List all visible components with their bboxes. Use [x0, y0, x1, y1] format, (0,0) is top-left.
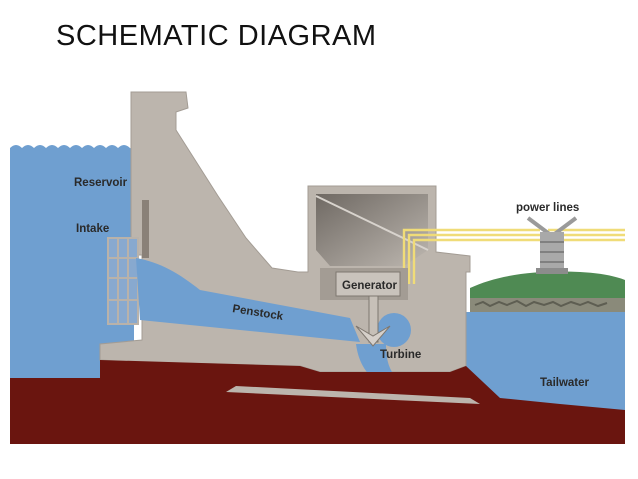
reservoir-water: [10, 145, 134, 378]
turbine-runner-icon: [355, 325, 391, 347]
label-tailwater: Tailwater: [540, 377, 590, 389]
intake-gate: [142, 200, 149, 258]
generator-room: [316, 194, 428, 266]
label-power-lines: power lines: [516, 202, 579, 214]
generator-box: [335, 271, 401, 297]
slide-title: SCHEMATIC DIAGRAM: [56, 20, 377, 52]
transmission-tower-icon: [526, 216, 578, 274]
bank-rock-texture: [474, 299, 608, 308]
bedrock-ground: [10, 360, 625, 444]
turbine-scroll-case: [377, 313, 411, 347]
intake-trash-rack: [107, 237, 139, 325]
label-reservoir: Reservoir: [74, 177, 128, 189]
bedrock-cut: [226, 386, 480, 404]
bank-rocks: [470, 298, 625, 314]
label-intake: Intake: [76, 223, 109, 235]
penstock-pipe: [136, 258, 360, 342]
label-turbine: Turbine: [380, 349, 421, 361]
label-generator: Generator: [342, 280, 397, 292]
